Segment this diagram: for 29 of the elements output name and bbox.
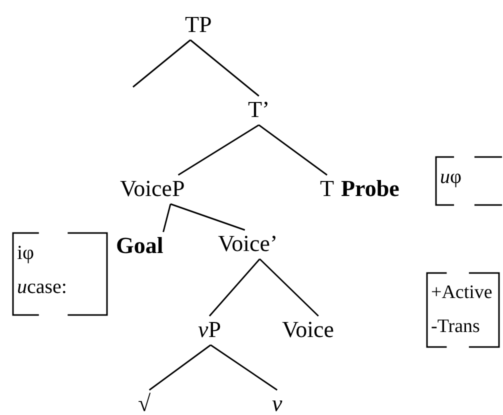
tree-branch xyxy=(210,344,278,391)
feature-label: Probe xyxy=(341,177,400,200)
feature-bracket xyxy=(12,232,108,316)
tree-branch xyxy=(259,258,319,317)
tree-node-label: VoiceP xyxy=(120,177,185,200)
tree-branch xyxy=(162,204,172,232)
tree-node-label: Voice’ xyxy=(218,232,278,255)
feature-text: iφ xyxy=(17,241,36,266)
feature-text: -Trans xyxy=(431,315,481,339)
feature-text: ucase: xyxy=(17,275,68,300)
feature-text: +Active xyxy=(431,281,494,305)
tree-branch xyxy=(208,258,260,316)
tree-branch xyxy=(258,124,328,176)
tree-node-label: v xyxy=(272,392,282,415)
tree-branch xyxy=(132,39,191,88)
tree-node-label: √ xyxy=(138,392,151,415)
tree-branch xyxy=(170,203,246,231)
tree-branch xyxy=(190,39,260,97)
tree-node-label: T’ xyxy=(248,98,270,121)
tree-node-label: T xyxy=(320,177,334,200)
tree-node-label: Voice xyxy=(282,318,334,341)
tree-branch xyxy=(178,124,260,176)
tree-node-label: vP xyxy=(198,318,222,341)
tree-branch xyxy=(148,344,212,391)
tree-node-label: Goal xyxy=(116,234,164,257)
feature-bracket xyxy=(426,272,500,348)
feature-text: uφ xyxy=(440,165,463,190)
tree-node-label: TP xyxy=(185,13,212,36)
feature-bracket xyxy=(435,156,503,206)
